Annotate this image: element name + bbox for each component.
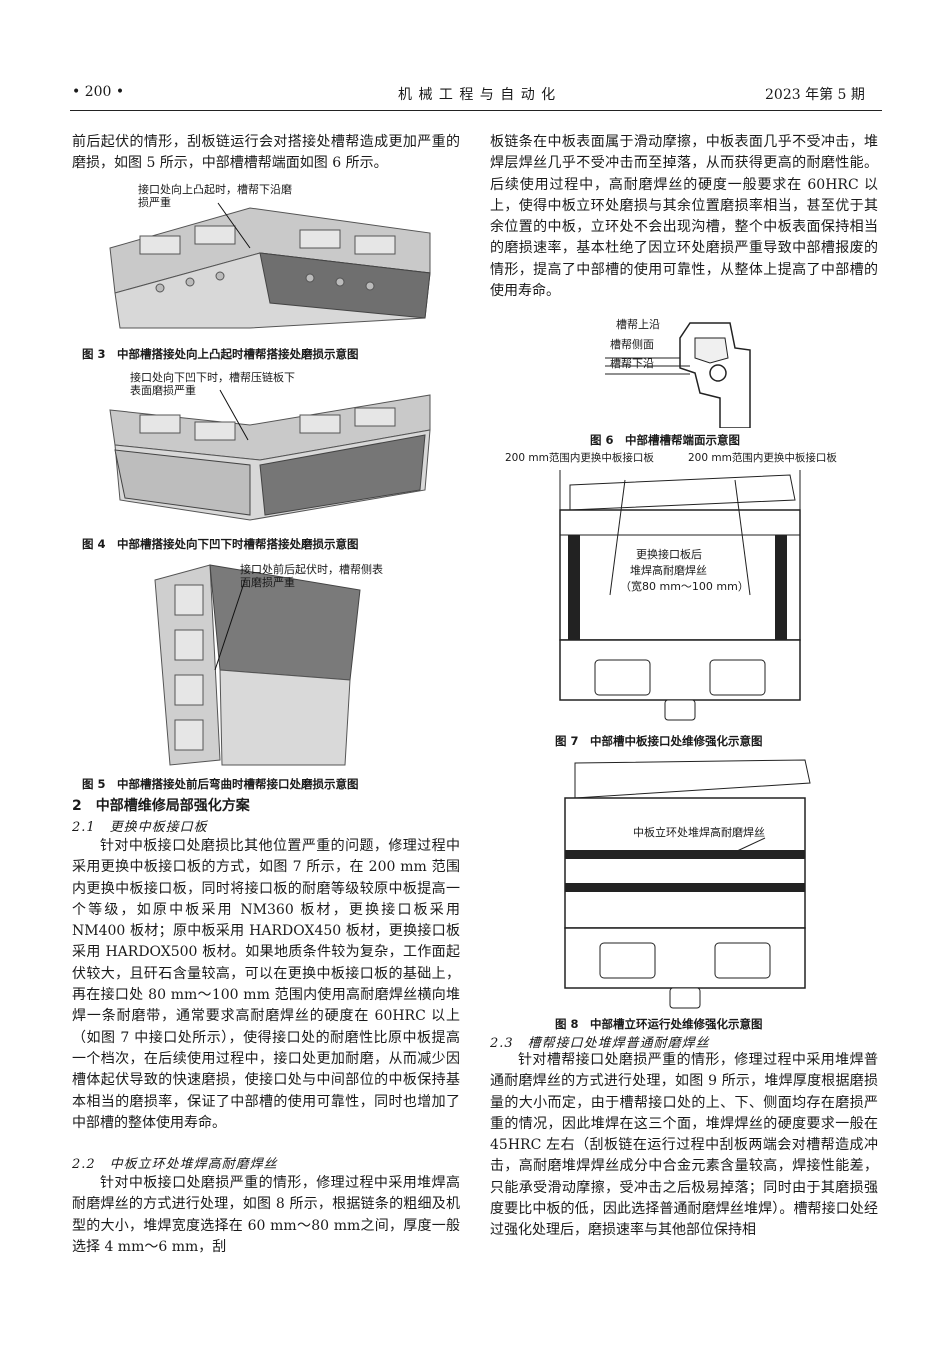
figure-8-caption: 图 8 中部槽立环运行处维修强化示意图 [555,1017,763,1031]
figure-5-caption: 图 5 中部槽搭接处前后弯曲时槽帮接口处磨损示意图 [82,777,359,791]
figure-7-top-left-label: 200 mm范围内更换中板接口板 [505,452,654,464]
figure-6 [600,318,770,429]
figure-8 [555,758,815,1010]
subsection-2-3-heading: 2.3 槽帮接口处堆焊普通耐磨焊丝 [490,1036,710,1051]
figure-7-caption: 图 7 中部槽中板接口处维修强化示意图 [555,734,763,748]
figure-6-label-top: 槽帮上沿 [616,318,660,331]
figure-6-label-side: 槽帮侧面 [610,338,654,351]
right-intro-paragraph: 板链条在中板表面属于滑动摩擦，中板表面几乎不受冲击，堆焊层焊丝几乎不受冲击而至掉… [490,134,878,300]
figure-5-label: 接口处前后起伏时，槽帮侧表面磨损严重 [240,563,383,589]
paragraph-2-2: 针对中板接口处磨损严重的情形，修理过程中采用堆焊高耐磨焊丝的方式进行处理，如图 … [72,1175,460,1255]
figure-4 [100,370,440,530]
figure-7-center-line-3: （宽80 mm～100 mm） [620,580,749,593]
journal-title: 机 械 工 程 与 自 动 化 [398,87,557,103]
figure-6-label-bottom: 槽帮下沿 [610,357,654,370]
figure-4-label: 接口处向下凹下时，槽帮压链板下表面磨损严重 [130,371,295,397]
figure-4-caption: 图 4 中部槽搭接处向下凹下时槽帮搭接处磨损示意图 [82,537,359,551]
figure-7-center-line-2: 堆焊高耐磨焊丝 [630,564,707,577]
figure-5 [150,560,380,770]
figure-3-label: 接口处向上凸起时，槽帮下沿磨损严重 [138,183,292,209]
subsection-2-2-heading: 2.2 中板立环处堆焊高耐磨焊丝 [72,1157,278,1172]
figure-3-caption: 图 3 中部槽搭接处向上凸起时槽帮搭接处磨损示意图 [82,347,359,361]
figure-8-label: 中板立环处堆焊高耐磨焊丝 [633,826,765,839]
section-2-heading: 2 中部槽维修局部强化方案 [72,798,250,814]
figure-7-center-line-1: 更换接口板后 [636,548,702,561]
paragraph-2-3: 针对槽帮接口处磨损严重的情形，修理过程中采用堆焊普通耐磨焊丝的方式进行处理，如图… [490,1052,878,1239]
figure-3 [100,178,440,338]
figure-7 [550,465,810,725]
paragraph-2-1: 针对中板接口处磨损比其他位置严重的问题，修理过程中采用更换中板接口板的方式，如图… [72,838,460,1131]
figure-6-caption: 图 6 中部槽槽帮端面示意图 [590,433,741,447]
figure-7-top-right-label: 200 mm范围内更换中板接口板 [688,452,837,464]
page-number: • 200 • [72,84,125,100]
left-intro-paragraph: 前后起伏的情形，刮板链运行会对搭接处槽帮造成更加严重的磨损，如图 5 所示，中部… [72,134,460,172]
header-rule [70,110,882,111]
issue-label: 2023 年第 5 期 [765,87,865,103]
subsection-2-1-heading: 2.1 更换中板接口板 [72,820,208,835]
